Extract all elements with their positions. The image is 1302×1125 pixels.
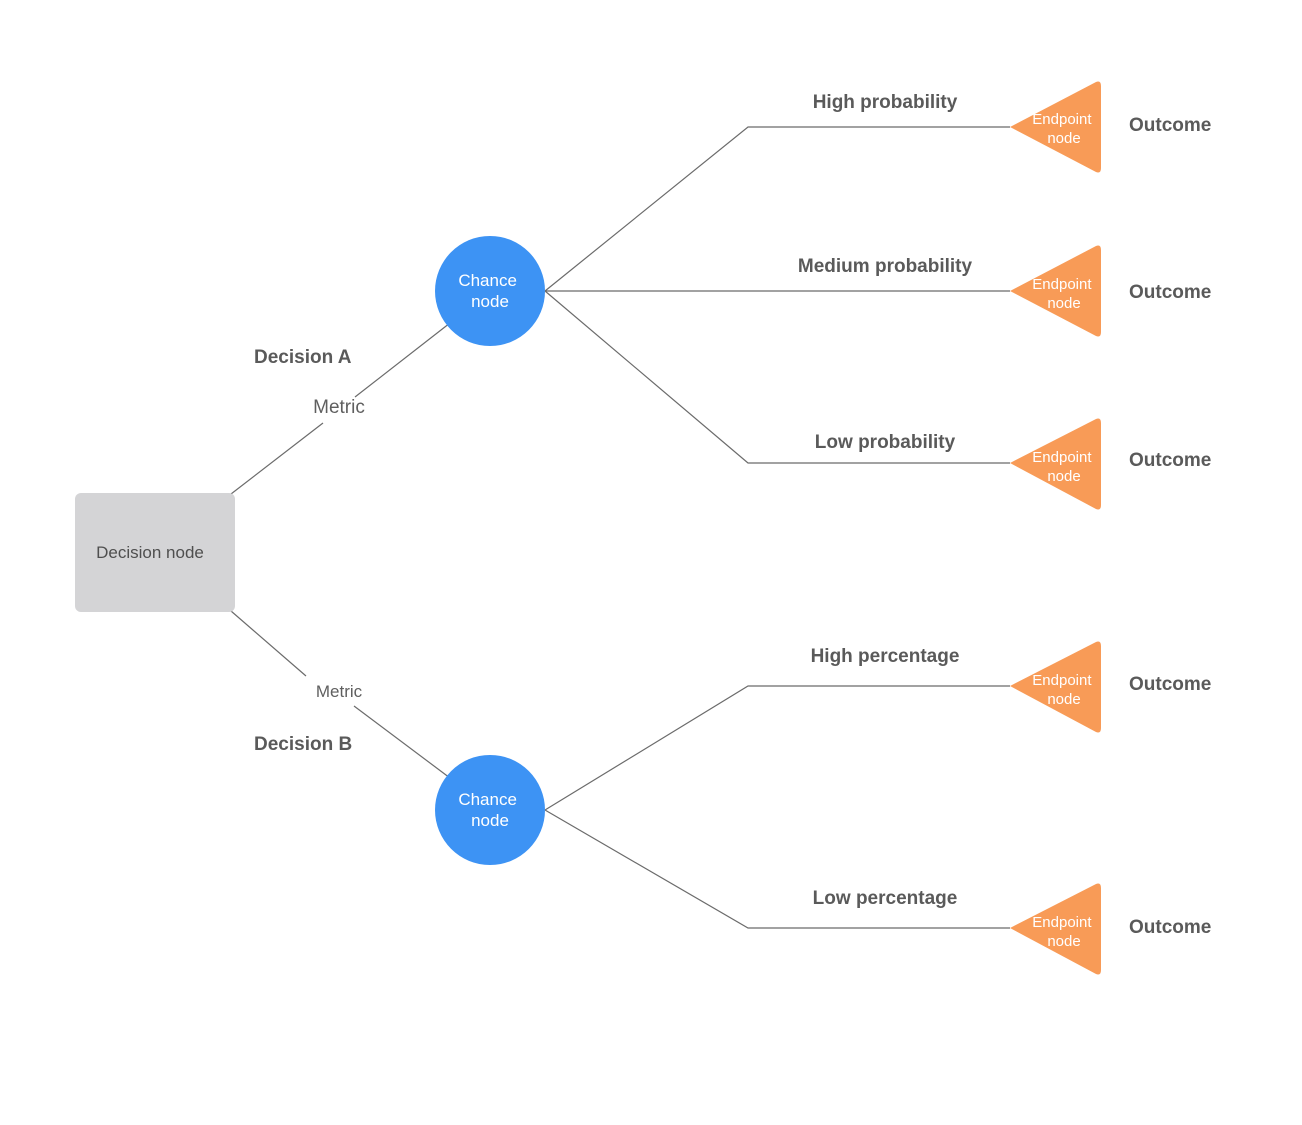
endpoint-node-b-high[interactable]: Endpoint node xyxy=(1010,641,1101,733)
outcome-label-a-medium: Outcome xyxy=(1129,282,1211,303)
chance-node-b[interactable]: Chance node xyxy=(435,755,545,865)
edge-chance-a-high xyxy=(544,126,1010,292)
metric-label-b: Metric xyxy=(316,682,363,701)
endpoint-node-label: Endpoint node xyxy=(1032,449,1095,485)
branch-label-low-probability: Low probability xyxy=(815,432,956,453)
branch-label-medium-probability: Medium probability xyxy=(798,256,973,277)
edge-decision-to-chance-a-lower xyxy=(230,422,324,495)
outcome-label-a-high: Outcome xyxy=(1129,115,1211,136)
decision-b-label: Decision B xyxy=(254,734,352,755)
endpoint-triangle xyxy=(1010,883,1101,975)
chance-node-a[interactable]: Chance node xyxy=(435,236,545,346)
endpoint-node-label: Endpoint node xyxy=(1032,111,1095,147)
endpoint-node-label: Endpoint node xyxy=(1032,672,1095,708)
branch-label-high-probability: High probability xyxy=(813,92,958,113)
edge-chance-a-low xyxy=(544,290,1010,464)
decision-node[interactable]: Decision node xyxy=(75,493,235,612)
endpoint-triangle xyxy=(1010,641,1101,733)
endpoint-triangle xyxy=(1010,245,1101,337)
outcome-label-b-low: Outcome xyxy=(1129,917,1211,938)
endpoint-node-a-medium[interactable]: Endpoint node xyxy=(1010,245,1101,337)
branch-label-high-percentage: High percentage xyxy=(811,646,960,667)
chance-node-a-label: Chance node xyxy=(458,271,521,311)
outcome-label-a-low: Outcome xyxy=(1129,450,1211,471)
decision-node-box xyxy=(75,493,235,612)
endpoint-node-a-low[interactable]: Endpoint node xyxy=(1010,418,1101,510)
endpoint-triangle xyxy=(1010,81,1101,173)
chance-node-b-label: Chance node xyxy=(458,790,521,830)
edge-decision-to-chance-b-lower xyxy=(353,705,451,779)
outcome-label-b-high: Outcome xyxy=(1129,674,1211,695)
chance-node-a-circle xyxy=(435,236,545,346)
decision-node-label: Decision node xyxy=(96,543,204,562)
endpoint-node-a-high[interactable]: Endpoint node xyxy=(1010,81,1101,173)
chance-node-b-circle xyxy=(435,755,545,865)
edge-chance-b-low xyxy=(544,809,1010,929)
endpoint-node-label: Endpoint node xyxy=(1032,914,1095,950)
endpoint-node-b-low[interactable]: Endpoint node xyxy=(1010,883,1101,975)
decision-a-label: Decision A xyxy=(254,347,352,368)
endpoint-triangle xyxy=(1010,418,1101,510)
connectors xyxy=(230,126,1010,929)
edge-decision-to-chance-a-upper xyxy=(354,322,451,398)
edge-decision-to-chance-b-upper xyxy=(230,610,307,677)
metric-label-a: Metric xyxy=(313,397,365,418)
edge-chance-b-high xyxy=(544,685,1010,811)
endpoint-node-label: Endpoint node xyxy=(1032,276,1095,312)
branch-label-low-percentage: Low percentage xyxy=(813,888,958,909)
